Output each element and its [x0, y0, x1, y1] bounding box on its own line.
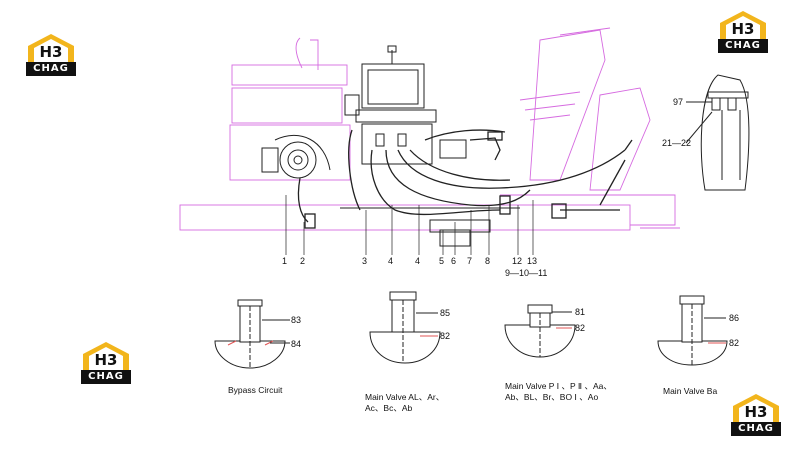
- caption-line: Main Valve Ba: [663, 386, 718, 396]
- callout-4a: 4: [388, 256, 394, 266]
- logo-mark: H3: [39, 43, 63, 61]
- logo-mark: H3: [731, 20, 755, 38]
- caption-line: Main Valve AL、Ar、: [365, 392, 445, 402]
- caption-line: Bypass Circuit: [228, 385, 283, 395]
- pump-assembly: [344, 45, 467, 165]
- callout-4b: 4: [415, 256, 421, 266]
- caption-main-valve-ba: Main Valve Ba: [663, 386, 717, 397]
- house-icon: [720, 11, 766, 41]
- caption-line: Main Valve P Ⅰ 、P Ⅱ 、Aa、: [505, 381, 612, 391]
- brand-logo-top-right: H3 CHAG: [716, 9, 770, 55]
- section-1-lower-label: 84: [291, 339, 302, 349]
- hydraulic-hoses: [297, 129, 633, 229]
- logo-brand: CHAG: [81, 370, 131, 384]
- caption-line: Ac、Bc、Ab: [365, 403, 413, 413]
- callout-6: 6: [451, 256, 457, 266]
- hydraulic-motor: [261, 135, 331, 179]
- callout-7: 7: [467, 256, 473, 266]
- callout-9-10-11: 9—10—11: [505, 268, 548, 278]
- section-main-valve-al: [369, 291, 441, 364]
- logo-brand: CHAG: [26, 62, 76, 76]
- callout-13: 13: [527, 256, 538, 266]
- section-main-valve-ba: [657, 295, 728, 366]
- section-bypass-circuit: [214, 299, 290, 369]
- callout-2: 2: [300, 256, 306, 266]
- caption-line: Ab、BL、Br、BO Ⅰ 、Ao: [505, 392, 599, 402]
- caption-main-valve-p: Main Valve P Ⅰ 、P Ⅱ 、Aa、 Ab、BL、Br、BO Ⅰ 、…: [505, 381, 612, 403]
- brand-logo-bottom-right: H3 CHAG: [729, 392, 783, 438]
- house-icon: [28, 34, 74, 64]
- house-icon: [733, 394, 779, 424]
- callout-97: 97: [673, 97, 684, 107]
- leader-lines: [285, 195, 534, 255]
- callout-5: 5: [439, 256, 445, 266]
- callout-1: 1: [282, 256, 288, 266]
- callout-12: 12: [512, 256, 523, 266]
- logo-mark: H3: [744, 403, 768, 421]
- section-3-lower-label: 82: [575, 323, 586, 333]
- brand-logo-top-left: H3 CHAG: [24, 32, 78, 78]
- section-2-upper-label: 85: [440, 308, 451, 318]
- section-2-lower-label: 82: [440, 331, 451, 341]
- house-icon: [83, 342, 129, 372]
- caption-bypass-circuit: Bypass Circuit: [228, 385, 282, 396]
- callout-21-22: 21—22: [662, 138, 692, 148]
- section-main-valve-p: [504, 304, 576, 358]
- logo-brand: CHAG: [731, 422, 781, 436]
- brand-logo-bottom-left: H3 CHAG: [79, 340, 133, 386]
- callout-8: 8: [485, 256, 491, 266]
- section-4-upper-label: 86: [729, 313, 740, 323]
- caption-main-valve-al: Main Valve AL、Ar、 Ac、Bc、Ab: [365, 392, 444, 414]
- section-1-upper-label: 83: [291, 315, 302, 325]
- callout-3: 3: [362, 256, 368, 266]
- logo-brand: CHAG: [718, 39, 768, 53]
- machine-outline: [179, 27, 680, 231]
- detail-cutaway: [685, 74, 750, 191]
- section-3-upper-label: 81: [575, 307, 586, 317]
- logo-mark: H3: [94, 351, 118, 369]
- section-4-lower-label: 82: [729, 338, 740, 348]
